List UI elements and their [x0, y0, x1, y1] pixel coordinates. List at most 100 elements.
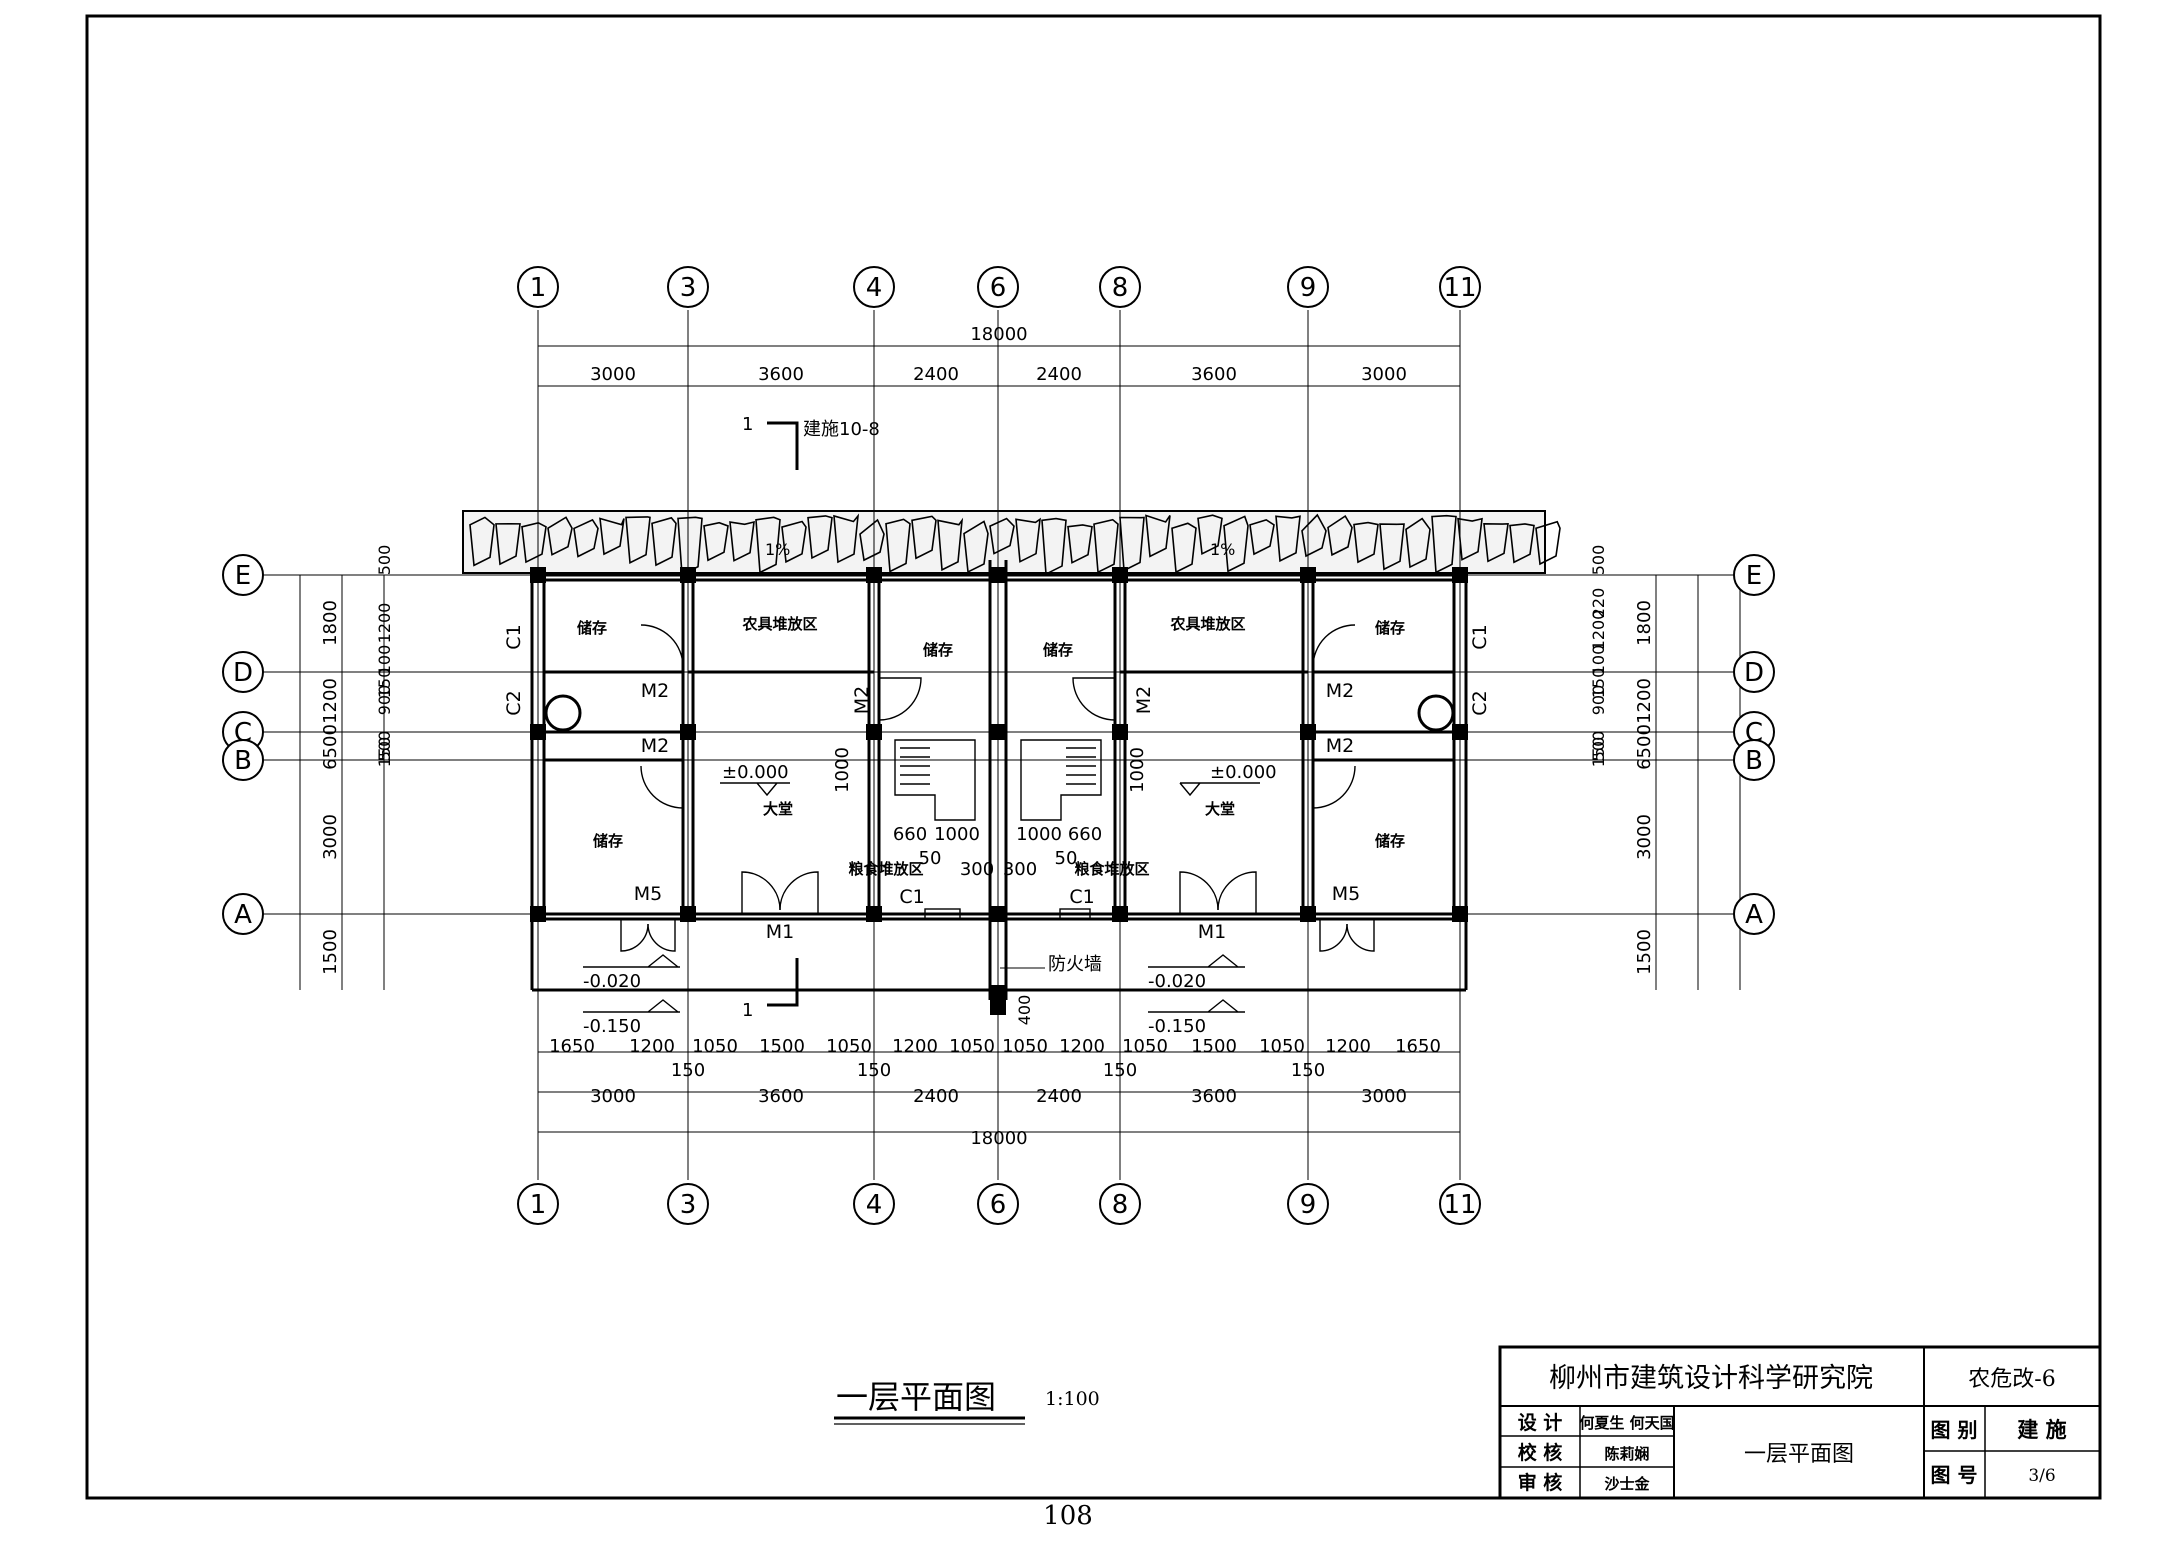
slope-right: 1% [1210, 540, 1235, 559]
column [1112, 906, 1128, 922]
dim-bay-top: 3600 [1191, 364, 1237, 385]
axis-bottom-6-circle [977, 1183, 1019, 1225]
paving-stone [1275, 515, 1301, 563]
dim-left-outer: 1800 [320, 600, 341, 646]
door-m5-tag-left: M5 [634, 883, 662, 905]
dim-overall-bottom: 18000 [970, 1128, 1027, 1149]
room-storage-1: 储存 [577, 619, 607, 637]
axis-bottom-6: 6 [990, 1190, 1007, 1220]
paving-stone [1301, 513, 1327, 558]
dim-opening: 1500 [759, 1036, 805, 1057]
paving-stone [1535, 520, 1561, 566]
dim-bay-top: 3000 [1361, 364, 1407, 385]
axis-right-D-circle [1733, 651, 1775, 693]
axis-right-E: E [1746, 561, 1762, 591]
door-swing [1312, 765, 1356, 809]
room-tools-left: 农具堆放区 [741, 615, 817, 633]
axis-top-1: 1 [530, 273, 547, 303]
paving-stone [1249, 519, 1275, 556]
paving-stone [1145, 514, 1171, 558]
room-hall-left: 大堂 [763, 800, 793, 818]
axis-left-D-circle [222, 651, 264, 693]
window-c1-tag-right: C1 [1069, 886, 1094, 908]
dim-stair-50-left: 50 [919, 848, 942, 869]
dim-bay-top: 3600 [758, 364, 804, 385]
dim-opening: 1050 [1002, 1036, 1048, 1057]
window-c1-tag-side-left: C1 [503, 624, 525, 649]
column [990, 906, 1006, 922]
column [866, 906, 882, 922]
dim-right-outer: 1200 [1634, 678, 1655, 724]
column [530, 724, 546, 740]
number-label: 图 号 [1931, 1463, 1978, 1487]
axis-top-1-circle [517, 266, 559, 308]
column [680, 906, 696, 922]
door-m2-tag-1: M2 [641, 680, 669, 702]
title-block: 柳州市建筑设计科学研究院 农危改-6 一层平面图 设 计 何夏生 何天国 校 核… [1498, 1345, 2102, 1500]
door-m2-tag-5: M2 [851, 686, 873, 714]
door-swing [1312, 624, 1356, 668]
dim-right-inner: 500 [1589, 545, 1608, 576]
dim-right-outer: 3000 [1634, 814, 1655, 860]
dim-bay-bottom: 3600 [1191, 1086, 1237, 1107]
room-grain-right: 粮食堆放区 [1074, 860, 1149, 878]
stairs [894, 739, 1102, 821]
axis-bottom-3: 3 [680, 1190, 697, 1220]
drawing-scale: 1:100 [1045, 1388, 1100, 1410]
window-c2-tag-right: C2 [1469, 690, 1491, 715]
dim-wall-400: 400 [1015, 995, 1034, 1026]
dim-stair-1000-right: 1000 [1127, 747, 1148, 793]
dim-opening: 1200 [1325, 1036, 1371, 1057]
column [990, 567, 1006, 583]
dim-stair-1000-right-2: 1000 [1016, 824, 1062, 845]
dim-opening: 1050 [1259, 1036, 1305, 1057]
axis-grid [255, 310, 1745, 1180]
room-labels: 储存 农具堆放区 储存 储存 农具堆放区 储存 储存 大堂 大堂 储存 粮食堆放… [577, 615, 1405, 878]
column [1452, 724, 1468, 740]
door-swing [640, 624, 684, 668]
door-swing [647, 919, 676, 952]
axis-bottom-8: 8 [1112, 1190, 1129, 1220]
column [680, 724, 696, 740]
window-c1-tag-left: C1 [899, 886, 924, 908]
axis-bottom-1-circle [517, 1183, 559, 1225]
dim-right-inner: 150 [1589, 737, 1608, 768]
dim-opening: 1050 [949, 1036, 995, 1057]
paving-stone [469, 516, 495, 567]
column [530, 906, 546, 922]
axis-bottom-11-circle [1439, 1183, 1481, 1225]
elevation-step-left: -0.020 [583, 971, 641, 992]
axis-top-3: 3 [680, 273, 697, 303]
c2-vent-left [544, 694, 582, 732]
stair-left [894, 739, 976, 821]
dim-stair-50-right: 50 [1055, 848, 1078, 869]
dim-opening: 1650 [549, 1036, 595, 1057]
drawing-title: 一层平面图 [836, 1378, 996, 1416]
door-swing [1217, 871, 1257, 914]
sheet-title: 一层平面图 [1744, 1442, 1854, 1467]
annotations: 防火墙 1% 1% 建施10-8 1 1 [742, 414, 1235, 1021]
paving-stone [1015, 517, 1041, 563]
window-c1 [1059, 908, 1091, 920]
door-swing [741, 871, 781, 914]
dim-right-inner: 150 [1589, 668, 1608, 699]
paving-stone [625, 516, 651, 565]
axis-bottom-11: 11 [1443, 1190, 1476, 1220]
page-number: 108 [1043, 1501, 1093, 1531]
axis-left-E: E [235, 561, 251, 591]
door-m5-tag-right: M5 [1332, 883, 1360, 905]
axis-top-8-circle [1099, 266, 1141, 308]
axis-bottom-9-circle [1287, 1183, 1329, 1225]
column [1300, 724, 1316, 740]
dim-left-outer: 1200 [320, 678, 341, 724]
dim-stair-660-right: 660 [1068, 824, 1102, 845]
door-swing [640, 765, 684, 809]
axis-top-6: 6 [990, 273, 1007, 303]
dim-bay-top: 3000 [590, 364, 636, 385]
dim-stair-300-left: 300 [960, 859, 994, 880]
role-design-label: 设 计 [1518, 1412, 1563, 1434]
drawing-title-block: 一层平面图 1:100 [834, 1378, 1100, 1425]
